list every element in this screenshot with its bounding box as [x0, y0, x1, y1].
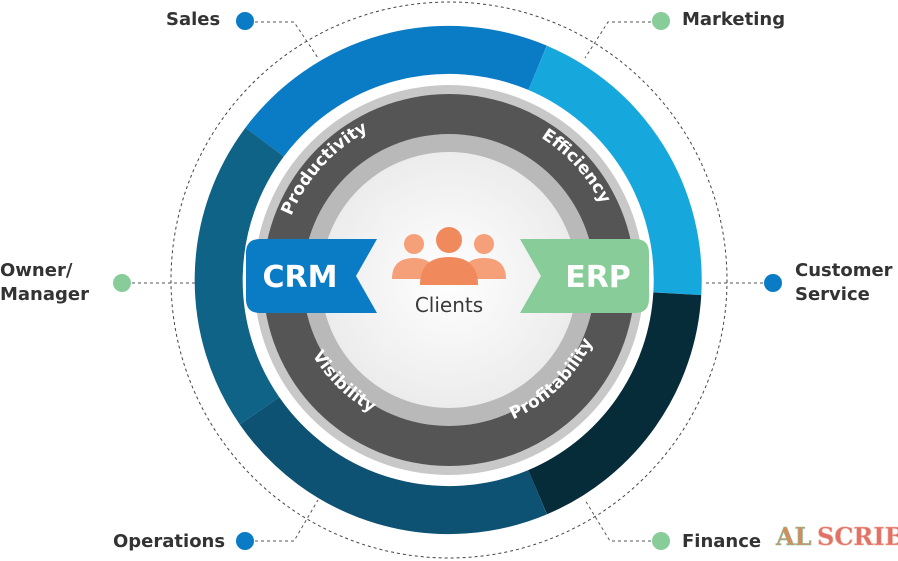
- svg-text:SCRIBE: SCRIBE: [817, 522, 898, 551]
- dot-customer-service: [764, 274, 782, 292]
- dept-label-operations: Operations: [113, 531, 226, 552]
- people-group-icon: [392, 227, 506, 285]
- center-label: Clients: [415, 293, 483, 317]
- dept-label-finance: Finance: [682, 531, 762, 552]
- dot-owner: [113, 274, 131, 292]
- connector-lines: [132, 21, 763, 542]
- dot-marketing: [652, 12, 670, 30]
- connector-sales: [255, 21, 319, 59]
- ring-segment-marketing: [527, 45, 702, 296]
- erp-label: ERP: [565, 260, 631, 295]
- dot-sales: [236, 12, 254, 30]
- ring-segment-finance: [527, 291, 702, 515]
- department-ring: [194, 26, 702, 535]
- dept-label-customer-service: Customer Service: [795, 260, 893, 305]
- dept-label-marketing: Marketing: [682, 9, 786, 30]
- svg-text:AL: AL: [775, 522, 812, 551]
- watermark-logo: AL SCRIBE: [775, 522, 898, 552]
- dept-label-owner-manager: Owner/ Manager: [0, 260, 89, 305]
- connector-marketing: [584, 21, 651, 59]
- connector-operations: [255, 499, 319, 542]
- dot-finance: [652, 532, 670, 550]
- ring-segment-operations: [239, 396, 547, 535]
- erp-tag: [520, 239, 649, 313]
- dept-label-sales: Sales: [166, 9, 221, 30]
- crm-label: CRM: [263, 260, 338, 295]
- connector-finance: [584, 499, 651, 542]
- dot-operations: [236, 532, 254, 550]
- ring-segment-owner: [194, 127, 285, 425]
- crm-tag: [246, 239, 377, 313]
- outer-dashed-ring: [170, 1, 728, 559]
- ring-segment-sales: [245, 26, 547, 157]
